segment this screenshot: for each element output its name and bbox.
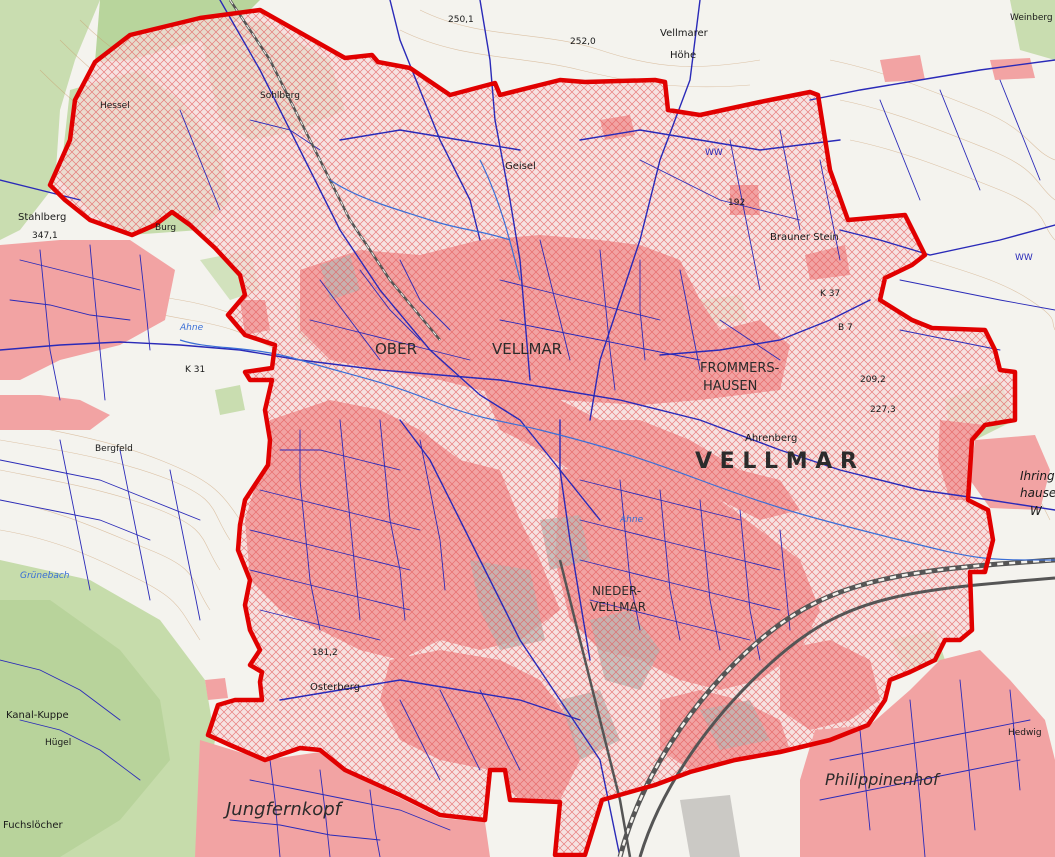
label-weinberg: Weinberg [1010,13,1053,23]
label-height-209: 209,2 [860,375,886,385]
label-sohlberg: Sohlberg [260,91,300,101]
label-ahrenberg: Ahrenberg [745,433,797,444]
label-brauner-stein: Brauner Stein [770,232,839,243]
label-burg: Burg [155,223,176,233]
label-ihringshausen-2: hausen [1020,486,1055,500]
label-k37: K 37 [820,289,840,299]
railway [228,0,1055,857]
label-niedervellmar-2[interactable]: VELLMAR [590,600,646,614]
label-municipality[interactable]: V E L L M A R [695,449,857,474]
label-fuchsloecher: Fuchslöcher [3,820,63,831]
label-kanal-kuppe: Kanal-Kuppe [6,710,69,721]
label-ober[interactable]: OBER [375,340,417,358]
label-ahne-1: Ahne [179,323,204,333]
label-height-227: 227,3 [870,405,896,415]
label-frommershausen-2[interactable]: HAUSEN [703,379,757,394]
label-ahne-2: Ahne [619,515,644,525]
label-height-250: 250,1 [448,15,474,25]
label-hessel: Hessel [100,101,130,111]
label-geisel: Geisel [505,161,536,172]
label-ww-1: WW [705,148,723,158]
label-ihringshausen-1: Ihring- [1020,469,1055,483]
label-hohe: Höhe [670,50,696,61]
map-labels: V E L L M A R OBER VELLMAR FROMMERS- HAU… [3,13,1055,831]
label-k31: K 31 [185,365,205,375]
label-ihringshausen-3: W [1030,504,1043,518]
label-niedervellmar-1[interactable]: NIEDER- [592,584,641,598]
label-height-192: 192 [728,198,745,208]
municipal-boundary[interactable] [47,7,1018,857]
label-frommershausen-1[interactable]: FROMMERS- [700,361,780,376]
label-grunebach: Grünebach [20,571,70,581]
label-osterberg: Osterberg [310,682,360,693]
streams [179,159,1055,561]
label-ww-2: WW [1015,253,1033,263]
label-stahlberg-height: 347,1 [32,231,58,241]
label-huegel: Hügel [45,738,71,748]
label-vellmar-ober[interactable]: VELLMAR [492,340,562,358]
label-jungfernkopf[interactable]: Jungfernkopf [223,799,344,820]
label-stahlberg: Stahlberg [18,212,66,223]
label-height-252: 252,0 [570,37,596,47]
label-vellmarer: Vellmarer [660,28,709,39]
label-hedwig: Hedwig [1008,728,1042,738]
label-bergfeld: Bergfeld [95,444,133,454]
label-philippinenhof[interactable]: Philippinenhof [825,770,941,789]
label-height-181: 181,2 [312,648,338,658]
label-b7: B 7 [838,323,853,333]
